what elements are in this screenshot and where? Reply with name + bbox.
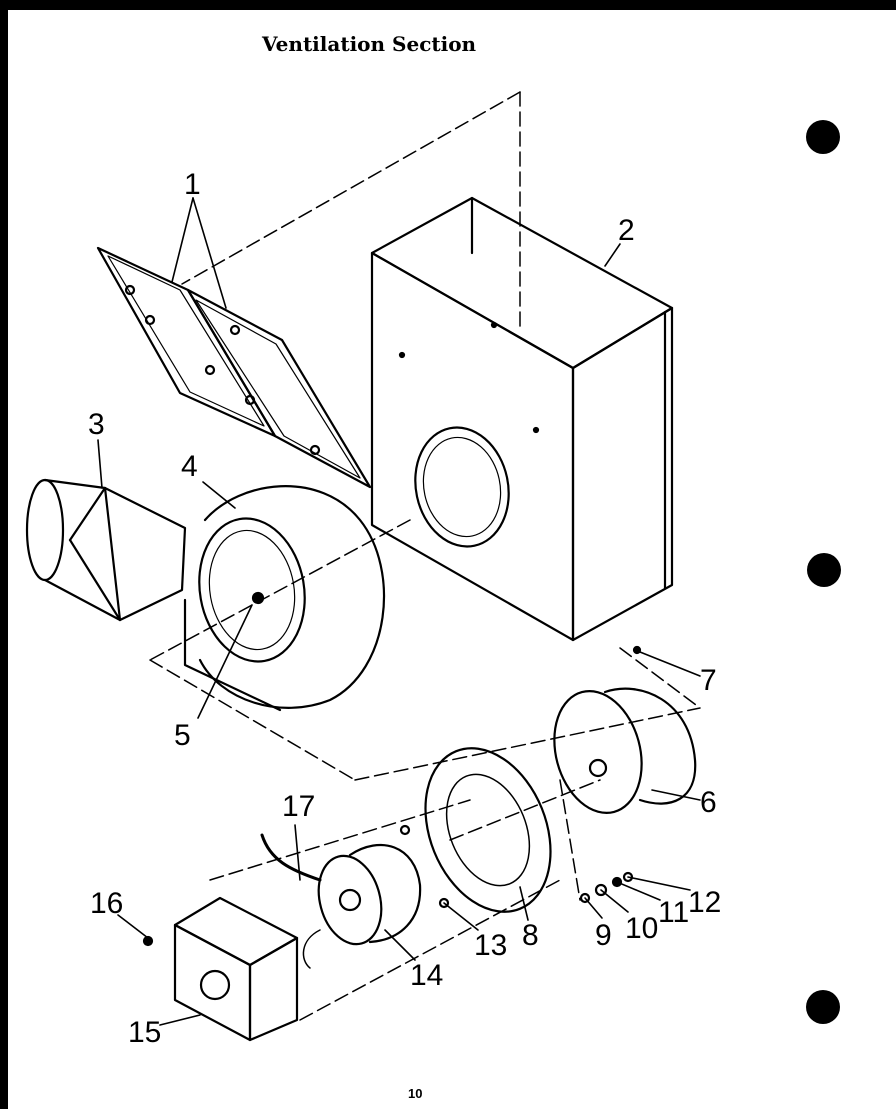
- blower-housing-part-4: [183, 485, 386, 712]
- assembly-lines: [149, 91, 701, 1021]
- page-border-left: [0, 0, 8, 1109]
- callout-9: 9: [595, 919, 612, 952]
- page-title: Ventilation Section: [262, 32, 477, 56]
- callout-16: 16: [90, 887, 123, 920]
- callout-7: 7: [700, 664, 717, 697]
- callout-10: 10: [625, 912, 658, 945]
- binder-hole-top: [806, 120, 840, 154]
- callout-13: 13: [474, 929, 507, 962]
- callout-8: 8: [522, 919, 539, 952]
- access-panel-part-1: [96, 246, 372, 489]
- blower-wheel-part-6: [553, 687, 697, 814]
- callout-6: 6: [700, 786, 717, 819]
- callout-17: 17: [282, 790, 315, 823]
- callout-4: 4: [181, 450, 198, 483]
- callout-3: 3: [88, 408, 105, 441]
- page-number: 10: [408, 1086, 423, 1101]
- mounting-ring-part-8: [424, 747, 552, 913]
- callout-numbers: 1 2 3 4 5 6 7 8 9 10 11 12 13 14 15 16 1…: [88, 168, 721, 1049]
- cabinet-part-2: [370, 196, 674, 642]
- leader-lines: [97, 197, 701, 1026]
- callout-11: 11: [658, 896, 689, 929]
- binder-hole-middle: [807, 553, 841, 587]
- duct-collar-part-3: [25, 478, 187, 622]
- page-border-top: [0, 0, 896, 10]
- binder-hole-bottom: [806, 990, 840, 1024]
- junction-box-part-15: [173, 896, 299, 1042]
- callout-5: 5: [174, 719, 191, 752]
- callout-14: 14: [410, 959, 443, 992]
- motor-part-14: [260, 833, 422, 969]
- hardware-items: [142, 645, 642, 947]
- callout-1: 1: [184, 168, 201, 201]
- callout-12: 12: [688, 886, 721, 919]
- callout-15: 15: [128, 1016, 161, 1049]
- callout-2: 2: [618, 214, 635, 247]
